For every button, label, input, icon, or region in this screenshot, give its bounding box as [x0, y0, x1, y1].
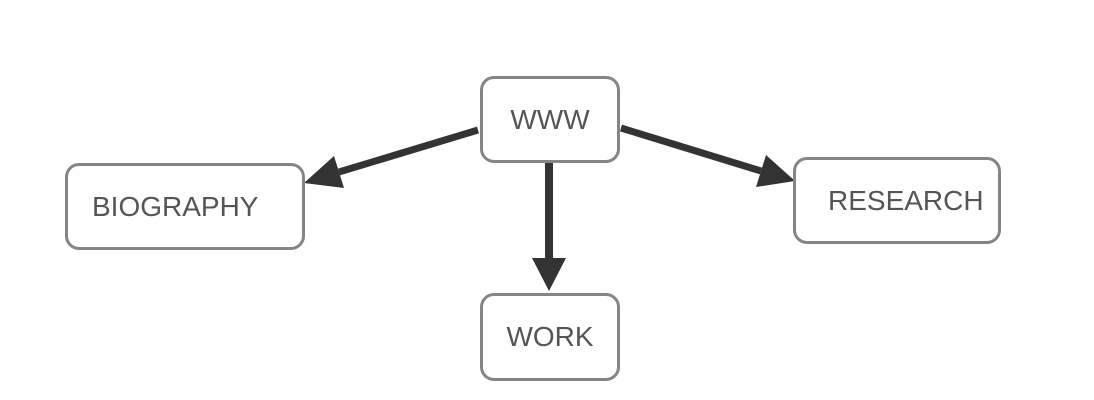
node-www-label: WWW [510, 103, 590, 135]
arrow-www-to-work [532, 163, 566, 291]
node-biography-label: BIOGRAPHY [92, 190, 259, 222]
node-biography[interactable]: BIOGRAPHY [65, 163, 305, 250]
node-research[interactable]: RESEARCH [793, 157, 1001, 244]
arrow-www-to-biography [304, 126, 480, 188]
node-www[interactable]: WWW [480, 76, 620, 163]
node-research-label: RESEARCH [828, 184, 984, 216]
node-work[interactable]: WORK [480, 293, 620, 381]
arrow-www-to-research [619, 124, 795, 187]
node-work-label: WORK [506, 321, 594, 352]
